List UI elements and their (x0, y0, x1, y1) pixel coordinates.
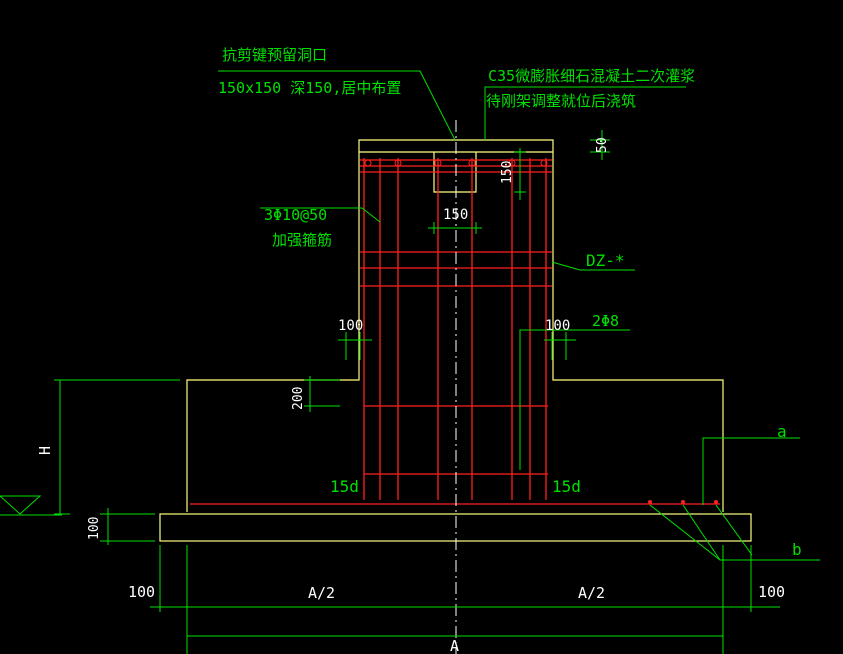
dim-A: A (450, 637, 459, 654)
bar-2phi8-leader (519, 329, 630, 470)
dim-half-A-right: A/2 (578, 584, 605, 602)
anchor-label-left: 15d (330, 477, 359, 496)
label-a-leader (702, 437, 800, 505)
bottom-mesh-dots (648, 500, 718, 504)
dim-cover-right-100: 100 (545, 318, 570, 334)
grout-label-2: 待刚架调整就位后浇筑 (486, 92, 636, 110)
stirrup-label-1: 3Φ10@50 (264, 206, 327, 224)
label-b: b (792, 540, 802, 559)
dim-top-150-vertical: 150 (500, 161, 515, 184)
grout-label-1: C35微膨胀细石混凝土二次灌浆 (488, 67, 695, 85)
anchor-label-right: 15d (552, 477, 581, 496)
annotation-text: 抗剪键预留洞口 150x150 深150,居中布置 C35微膨胀细石混凝土二次灌… (218, 46, 802, 559)
label-b-leader-2 (682, 504, 721, 561)
top-bar-dots (364, 159, 548, 167)
shear-key-leader (218, 70, 456, 141)
dim-right-100: 100 (758, 583, 785, 601)
dim-H: H (36, 446, 54, 455)
dim-left-100: 100 (128, 583, 155, 601)
dim-hole-150: 150 (443, 207, 468, 223)
annotation-leaders (218, 70, 820, 561)
bar-2phi8-label: 2Φ8 (592, 312, 619, 330)
footing-outline (186, 139, 724, 512)
column-id-label: DZ-* (586, 251, 625, 270)
dimension-text: 50 150 150 100 100 200 H 100 100 A/2 A/2… (36, 137, 785, 654)
ground-level-symbol (0, 495, 62, 516)
grout-leader (484, 86, 686, 140)
label-a: a (777, 422, 787, 441)
column-id-leader (551, 261, 635, 271)
shear-key-label-2: 150x150 深150,居中布置 (218, 79, 401, 97)
dimension-lines (54, 130, 780, 654)
dim-half-A-left: A/2 (308, 584, 335, 602)
stirrup-leader (260, 207, 381, 223)
shear-key-label-1: 抗剪键预留洞口 (222, 46, 327, 64)
stirrup-label-2: 加强箍筋 (272, 231, 332, 249)
dim-height-200: 200 (291, 387, 306, 410)
dim-cover-left-100: 100 (338, 318, 363, 334)
label-b-leader-3 (715, 504, 753, 556)
dim-top-50: 50 (595, 137, 610, 153)
dim-base-100: 100 (87, 517, 102, 540)
